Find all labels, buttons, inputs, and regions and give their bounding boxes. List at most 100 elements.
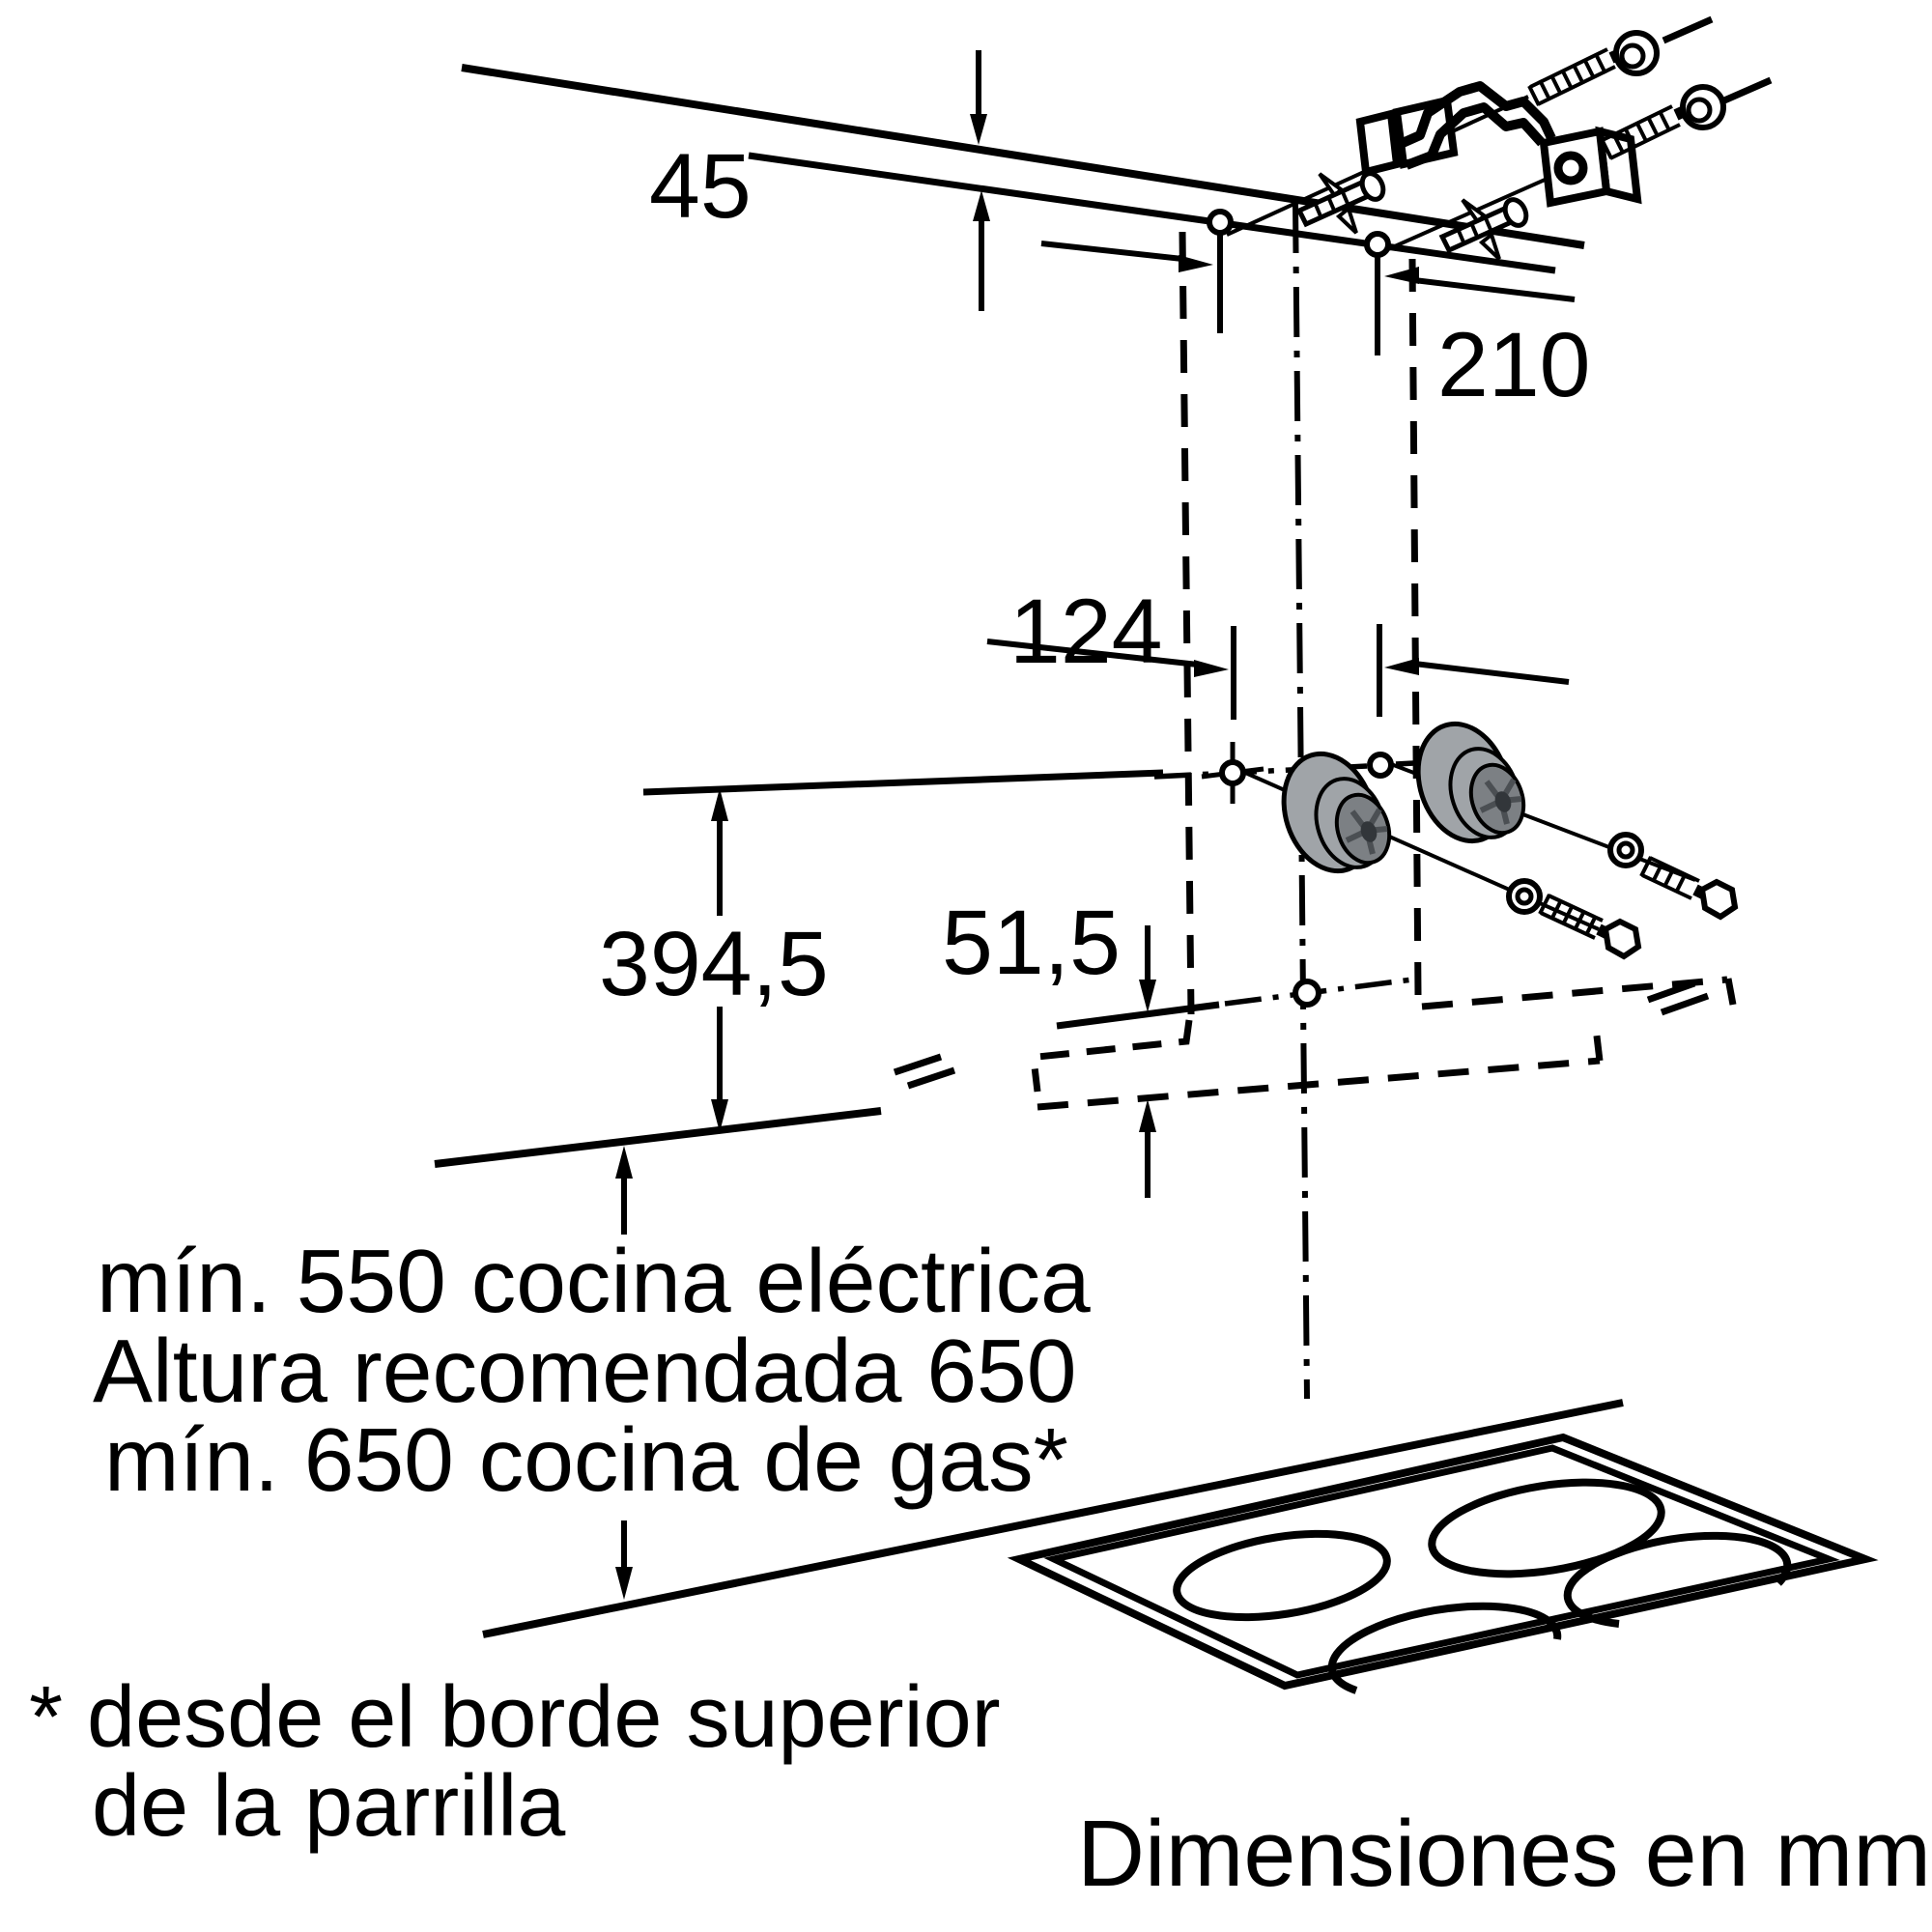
screw-threads xyxy=(1527,53,1607,106)
burner-front-right xyxy=(1563,1531,1792,1628)
clearance-up-arrowhead xyxy=(615,1146,633,1179)
break-mark-right-2 xyxy=(1660,992,1710,1016)
screw-hex-head xyxy=(1698,878,1739,921)
clearance-line-2: Altura recomendada 650 xyxy=(93,1321,1077,1421)
anchor-rib xyxy=(1470,224,1480,240)
clearance-line-3: mín. 650 cocina de gas* xyxy=(104,1409,1068,1510)
hanger-spacer-left xyxy=(1281,751,1392,874)
cooktop xyxy=(1007,1433,1879,1694)
chimney-outline-left xyxy=(1179,231,1195,1015)
spacer-bore xyxy=(1360,821,1378,842)
screw-axis-stub xyxy=(1662,15,1714,44)
lower-hole-axis xyxy=(1153,763,1368,780)
screw-threads xyxy=(1538,894,1598,936)
dim-515-label: 51,5 xyxy=(942,892,1121,994)
dim-45-down-arrowhead xyxy=(970,114,987,145)
hanger-screw-left xyxy=(1538,894,1642,960)
units-note: Dimensiones en mm xyxy=(1077,1801,1931,1906)
dimension-bracket-hole-spacing: 210 xyxy=(1040,228,1591,416)
hanger-holes-line xyxy=(642,769,1164,796)
washer-right xyxy=(1607,832,1644,868)
anchor-rib xyxy=(1484,217,1493,233)
hood-step-outline xyxy=(1030,1019,1193,1093)
dimension-ceiling-to-bracket: 45 xyxy=(649,50,990,311)
wall-anchor-left xyxy=(1295,171,1386,235)
bracket-screw-hole xyxy=(1553,151,1588,185)
spacer-bore xyxy=(1494,791,1512,812)
anchor-collar xyxy=(1502,197,1529,228)
burner-front-left xyxy=(1327,1602,1562,1694)
dim-45-up-arrowhead xyxy=(973,190,990,221)
hanger-screw-right xyxy=(1639,856,1739,921)
dimension-hanger-hole-spacing: 124 xyxy=(986,581,1570,720)
dim-210-right-arrowhead xyxy=(1179,255,1213,272)
cooktop-outer-border xyxy=(1007,1433,1879,1690)
washer-left xyxy=(1506,878,1543,915)
dim-3945-up-arrowhead xyxy=(711,788,728,821)
hood-edge-end-hook xyxy=(1724,978,1737,1006)
dim-3945-down-arrowhead xyxy=(711,1099,728,1132)
mounting-screw-upper-1 xyxy=(1527,15,1714,106)
screw-axis-stub xyxy=(1722,76,1773,104)
wall-anchor-right xyxy=(1438,197,1529,261)
dim-124-right-arrowhead xyxy=(1194,660,1229,677)
dim-124-right-shaft xyxy=(1413,661,1570,685)
drill-hole-bottom-center xyxy=(1293,979,1321,1008)
screw-threads xyxy=(1639,856,1688,894)
dim-210-label: 210 xyxy=(1437,314,1591,416)
anchor-rib xyxy=(1457,230,1466,245)
countertop-line xyxy=(482,1399,1624,1638)
screw-hex-head xyxy=(1602,918,1642,960)
wall-holes xyxy=(1201,209,1394,1008)
drill-hole-upper-right xyxy=(1364,231,1391,258)
hood-bottom-line xyxy=(434,1107,882,1168)
screw-head-hex xyxy=(1686,97,1713,124)
dim-210-right-shaft xyxy=(1413,277,1576,302)
hood-near-edge-hook xyxy=(1592,1027,1604,1062)
clearance-line-1: mín. 550 cocina eléctrica xyxy=(97,1231,1091,1331)
drill-hole-lower-right xyxy=(1367,752,1394,779)
anchor-rib xyxy=(1314,204,1323,219)
dim-45-label: 45 xyxy=(649,135,752,238)
hood-top-far-edge xyxy=(1421,976,1728,1010)
mounting-holes-line xyxy=(748,152,1556,274)
mounting-screw-upper-2 xyxy=(1600,76,1773,160)
hood-top-near-edge xyxy=(1037,1057,1601,1111)
bracket-plate-left xyxy=(1355,109,1402,177)
bracket-strap-upper-edge xyxy=(1400,81,1556,148)
anchor-rib xyxy=(1341,191,1350,207)
dimension-holes-to-hood-bottom: 394,5 xyxy=(599,788,829,1132)
dim-124-label: 124 xyxy=(1009,581,1163,683)
screw-threads xyxy=(1600,110,1671,159)
drill-hole-upper-left xyxy=(1207,209,1234,236)
screw-thread-edge xyxy=(1641,873,1692,900)
anchor-fin-icon xyxy=(1335,205,1358,235)
break-mark-right-1 xyxy=(1646,980,1696,1004)
drill-hole-lower-left xyxy=(1201,742,1264,804)
screw-head-hex xyxy=(1619,43,1646,70)
dim-124-left-shaft xyxy=(986,639,1199,668)
footnote-line-1: * desde el borde superior xyxy=(29,1669,1001,1766)
cooktop-inner-border xyxy=(1043,1444,1840,1679)
dimension-holes-to-lower-hole: 51,5 xyxy=(942,892,1156,1198)
break-mark-left-2 xyxy=(906,1066,956,1090)
dim-515-down-arrowhead xyxy=(1139,980,1156,1012)
anchor-fin-icon xyxy=(1478,231,1501,261)
dim-210-left-arrowhead xyxy=(1384,267,1419,284)
bottom-hole-axis xyxy=(1224,976,1421,1007)
dimension-hood-to-hob: mín. 550 cocina eléctrica Altura recomen… xyxy=(93,1146,1091,1600)
ceiling-line xyxy=(461,64,1585,249)
footnote-line-2: de la parrilla xyxy=(92,1758,566,1855)
dim-515-up-arrowhead xyxy=(1139,1099,1156,1132)
anchor-rib xyxy=(1327,198,1337,213)
dim-3945-label: 394,5 xyxy=(599,913,829,1015)
burner-rear-left xyxy=(1173,1529,1391,1622)
clearance-down-arrowhead xyxy=(615,1567,633,1600)
hanger-spacer-right xyxy=(1415,721,1526,844)
bracket-strap-lower-edge xyxy=(1405,102,1546,170)
chimney-outline-right xyxy=(1408,258,1422,996)
burner-rear-right xyxy=(1428,1478,1665,1578)
dim-124-left-arrowhead xyxy=(1384,658,1419,675)
